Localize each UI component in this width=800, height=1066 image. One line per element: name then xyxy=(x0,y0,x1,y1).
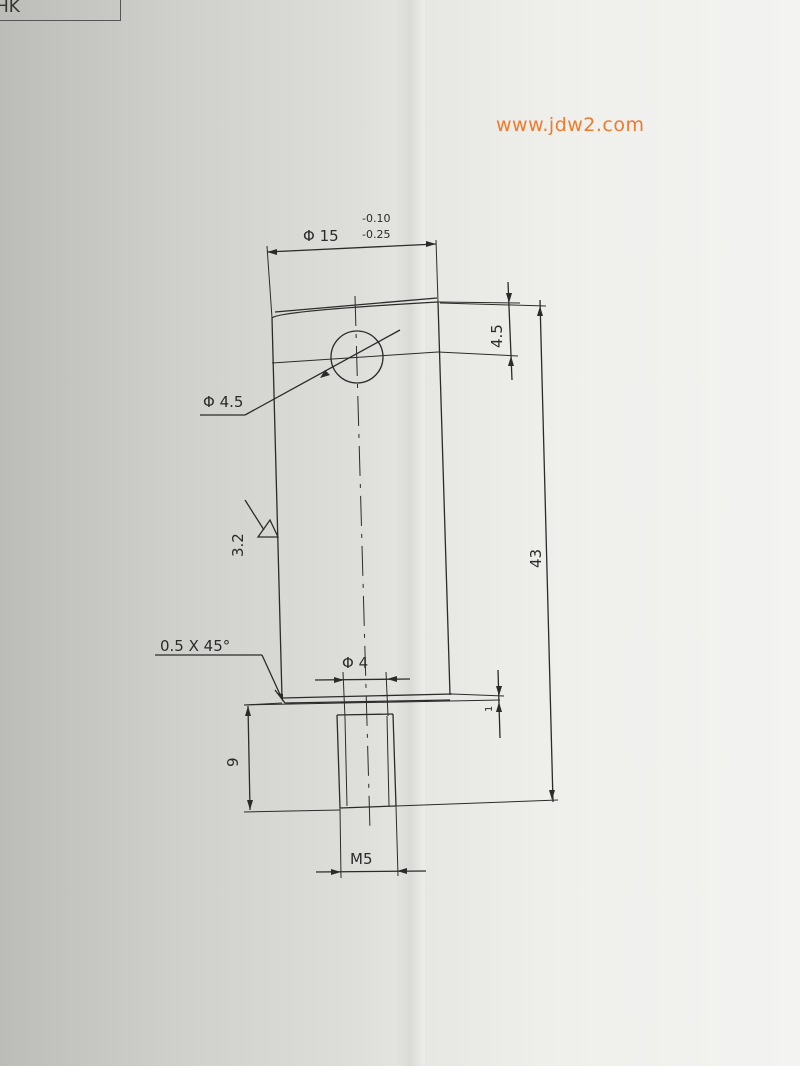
arrow-chamfer xyxy=(277,693,283,701)
pin-inner-left xyxy=(344,717,348,807)
arrow-43-bottom xyxy=(549,790,555,800)
arrow-43-top xyxy=(537,306,543,316)
dim-dia15-ext-right xyxy=(435,239,439,303)
dim-tolerance-upper: -0.10 xyxy=(362,212,390,225)
title-block-corner xyxy=(0,0,121,21)
pin-outer-right xyxy=(392,713,397,807)
dim-m5-ext-left xyxy=(339,807,342,879)
chamfer-label: 0.5 X 45° xyxy=(160,637,230,655)
watermark-text: www.jdw2.com xyxy=(496,114,645,136)
dim-43-label: 43 xyxy=(527,549,545,568)
hole-diameter-leader xyxy=(244,329,401,416)
dim-9-line xyxy=(247,705,251,811)
arrow-m5-right xyxy=(397,868,407,874)
dim-hole-ext-bottom xyxy=(437,351,519,357)
arrow-hole-leader xyxy=(320,370,330,378)
dim-43-ext-top xyxy=(439,302,547,307)
arrow-9-bottom xyxy=(247,800,253,810)
title-block-text: HK xyxy=(0,0,20,17)
dim-dia15-ext-left xyxy=(266,245,273,319)
dim-9-ext-top xyxy=(243,702,283,706)
dim-m5-ext-right xyxy=(395,805,399,877)
hole-centre-line xyxy=(271,351,439,364)
dim-dia15-label: Φ 15 xyxy=(303,227,339,245)
dim-dia4-ext-left xyxy=(342,671,346,719)
dim-pin-dia-label: Φ 4 xyxy=(342,654,368,672)
dim-dia4-ext-right xyxy=(385,671,389,717)
arrow-dia15-right xyxy=(426,241,436,247)
dim-43-ext-bottom xyxy=(395,799,559,807)
arrow-hole-top xyxy=(506,293,512,303)
body-top-inner-edge xyxy=(274,297,438,313)
dim-9-label: 9 xyxy=(224,757,242,767)
dim-dia15-line xyxy=(266,243,437,253)
body-bottom-edge xyxy=(281,693,453,699)
roughness-label: 3.2 xyxy=(229,533,247,557)
arrow-9-top xyxy=(245,706,251,716)
arrow-m5-left xyxy=(331,869,341,875)
pin-inner-right xyxy=(386,715,390,807)
cross-hole xyxy=(330,330,384,384)
pin-top xyxy=(336,713,394,716)
body-top-edge xyxy=(271,301,439,319)
dim-tolerance-lower: -0.25 xyxy=(362,228,390,241)
dim-step-label: 1 xyxy=(484,706,495,712)
dim-hole-offset-label: 4.5 xyxy=(488,324,506,348)
centre-line xyxy=(354,295,371,831)
arrow-step-top xyxy=(496,686,502,696)
pin-root-line xyxy=(243,699,501,706)
dim-thread-label: M5 xyxy=(350,850,373,868)
pin-outer-left xyxy=(336,714,341,809)
dim-43-line xyxy=(539,299,554,803)
arrow-dia4-right xyxy=(387,676,397,682)
body-left-edge xyxy=(271,317,283,699)
dim-9-ext-bottom xyxy=(243,809,341,813)
dim-hole-ext-top xyxy=(437,301,521,304)
arrow-hole-bottom xyxy=(508,356,514,366)
paper-fold-shadow xyxy=(395,0,425,1066)
arrow-step-bottom xyxy=(496,702,502,712)
arrow-dia15-left xyxy=(267,249,277,255)
dim-step-ext xyxy=(451,693,505,697)
arrow-dia4-left xyxy=(334,677,344,683)
body-right-edge xyxy=(437,301,451,696)
dim-hole-dia-label: Φ 4.5 xyxy=(203,393,243,411)
chamfer-leader xyxy=(261,654,284,702)
roughness-symbol xyxy=(244,499,280,538)
pin-bottom xyxy=(339,805,397,809)
